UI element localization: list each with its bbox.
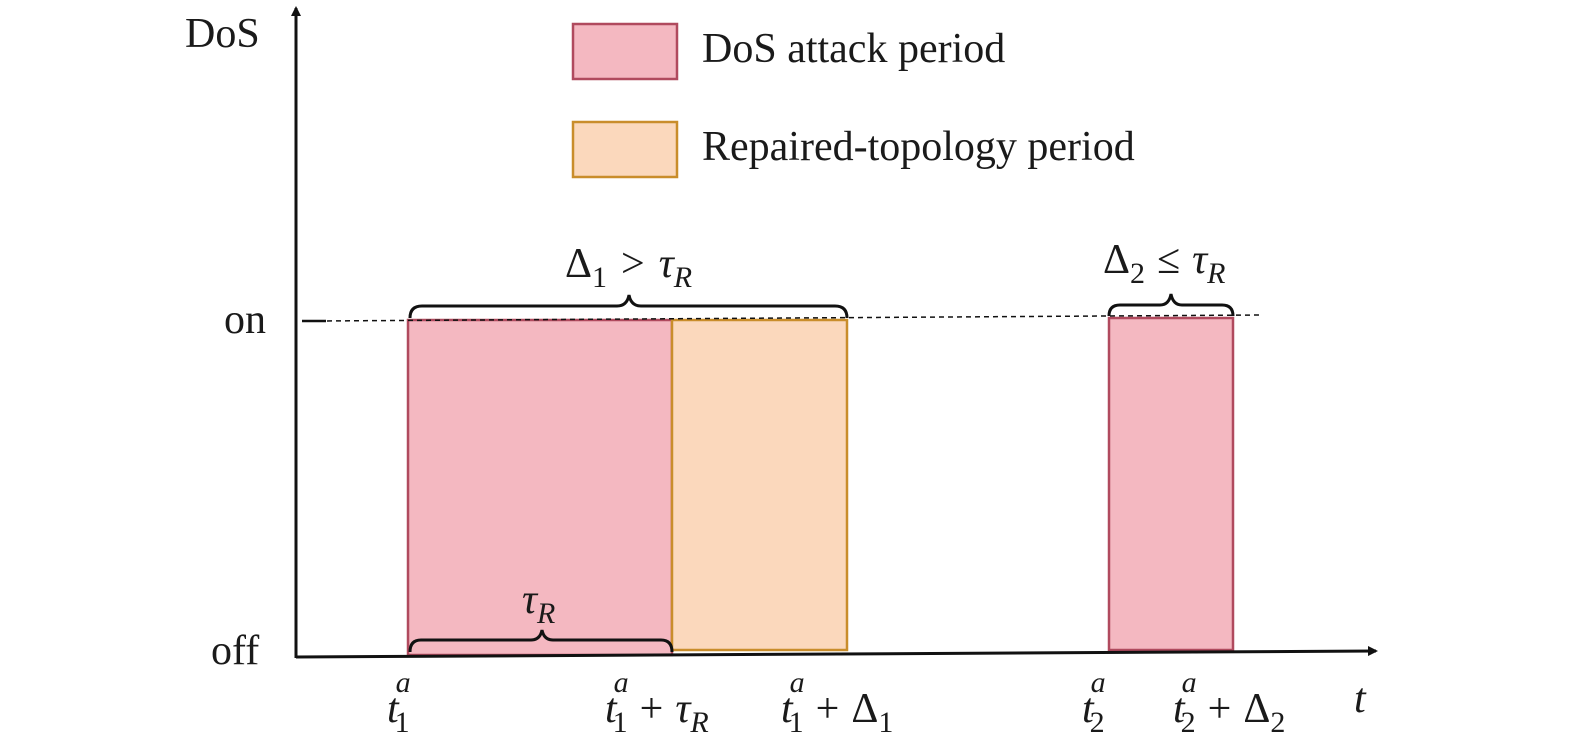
tau-symbol: τ bbox=[1192, 237, 1209, 283]
subscript-R: R bbox=[689, 706, 708, 739]
attack-period-2 bbox=[1107, 316, 1235, 652]
x-tick-t1a: ta 1 bbox=[387, 666, 411, 739]
less-equal-symbol: ≤ bbox=[1157, 237, 1180, 283]
subscript-1: 1 bbox=[613, 706, 628, 739]
brace-delta1 bbox=[408, 294, 849, 319]
subscript-1: 1 bbox=[878, 706, 893, 739]
x-axis-title: t bbox=[1354, 676, 1367, 722]
x-tick-t1a-plus-tauR: ta 1 +τR bbox=[605, 666, 709, 739]
legend-label-attack: DoS attack period bbox=[702, 26, 1005, 72]
subscript-R: R bbox=[673, 261, 692, 294]
subscript-1: 1 bbox=[592, 261, 607, 294]
superscript-a: a bbox=[614, 666, 629, 699]
subscript-2: 2 bbox=[1270, 706, 1285, 739]
subscript-R: R bbox=[536, 597, 555, 630]
greater-than-symbol: > bbox=[621, 241, 645, 287]
t-symbol: t bbox=[1173, 686, 1186, 732]
plus-symbol: + bbox=[816, 686, 840, 732]
plus-symbol: + bbox=[1208, 686, 1232, 732]
y-tick-on: on bbox=[224, 297, 266, 343]
annotation-delta2-le-tauR: Δ2 ≤ τR bbox=[1103, 237, 1225, 290]
y-tick-off: off bbox=[211, 628, 259, 674]
legend-swatch-attack bbox=[571, 22, 679, 81]
on-level-dashed-line bbox=[317, 314, 1263, 322]
annotation-delta1-gt-tauR: Δ1 > τR bbox=[565, 241, 692, 294]
superscript-a: a bbox=[1091, 666, 1106, 699]
t-symbol: t bbox=[605, 686, 618, 732]
t-symbol: t bbox=[387, 686, 400, 732]
delta-symbol: Δ bbox=[565, 241, 592, 287]
brace-delta2 bbox=[1107, 293, 1235, 317]
x-axis bbox=[295, 646, 1378, 659]
t-symbol: t bbox=[1082, 686, 1095, 732]
delta-symbol: Δ bbox=[1243, 686, 1270, 732]
t-symbol: t bbox=[781, 686, 794, 732]
subscript-1: 1 bbox=[789, 706, 804, 739]
superscript-a: a bbox=[790, 666, 805, 699]
legend-swatch-repair bbox=[571, 120, 679, 179]
brace-tauR bbox=[408, 629, 674, 653]
annotation-tauR: τR bbox=[522, 577, 555, 630]
legend-label-repair: Repaired-topology period bbox=[702, 124, 1135, 170]
subscript-2: 2 bbox=[1130, 257, 1145, 290]
tau-symbol: τ bbox=[659, 241, 676, 287]
attack-period-1 bbox=[406, 318, 674, 657]
subscript-R: R bbox=[1206, 257, 1225, 290]
tau-symbol: τ bbox=[675, 686, 692, 732]
x-tick-t2a: ta 2 bbox=[1082, 666, 1106, 739]
delta-symbol: Δ bbox=[1103, 237, 1130, 283]
y-axis-title: DoS bbox=[185, 11, 260, 57]
subscript-1: 1 bbox=[395, 706, 410, 739]
delta-symbol: Δ bbox=[851, 686, 878, 732]
subscript-2: 2 bbox=[1090, 706, 1105, 739]
superscript-a: a bbox=[1182, 666, 1197, 699]
superscript-a: a bbox=[396, 666, 411, 699]
repair-period-1 bbox=[670, 318, 849, 652]
tau-symbol: τ bbox=[522, 577, 539, 623]
plus-symbol: + bbox=[640, 686, 664, 732]
subscript-2: 2 bbox=[1181, 706, 1196, 739]
